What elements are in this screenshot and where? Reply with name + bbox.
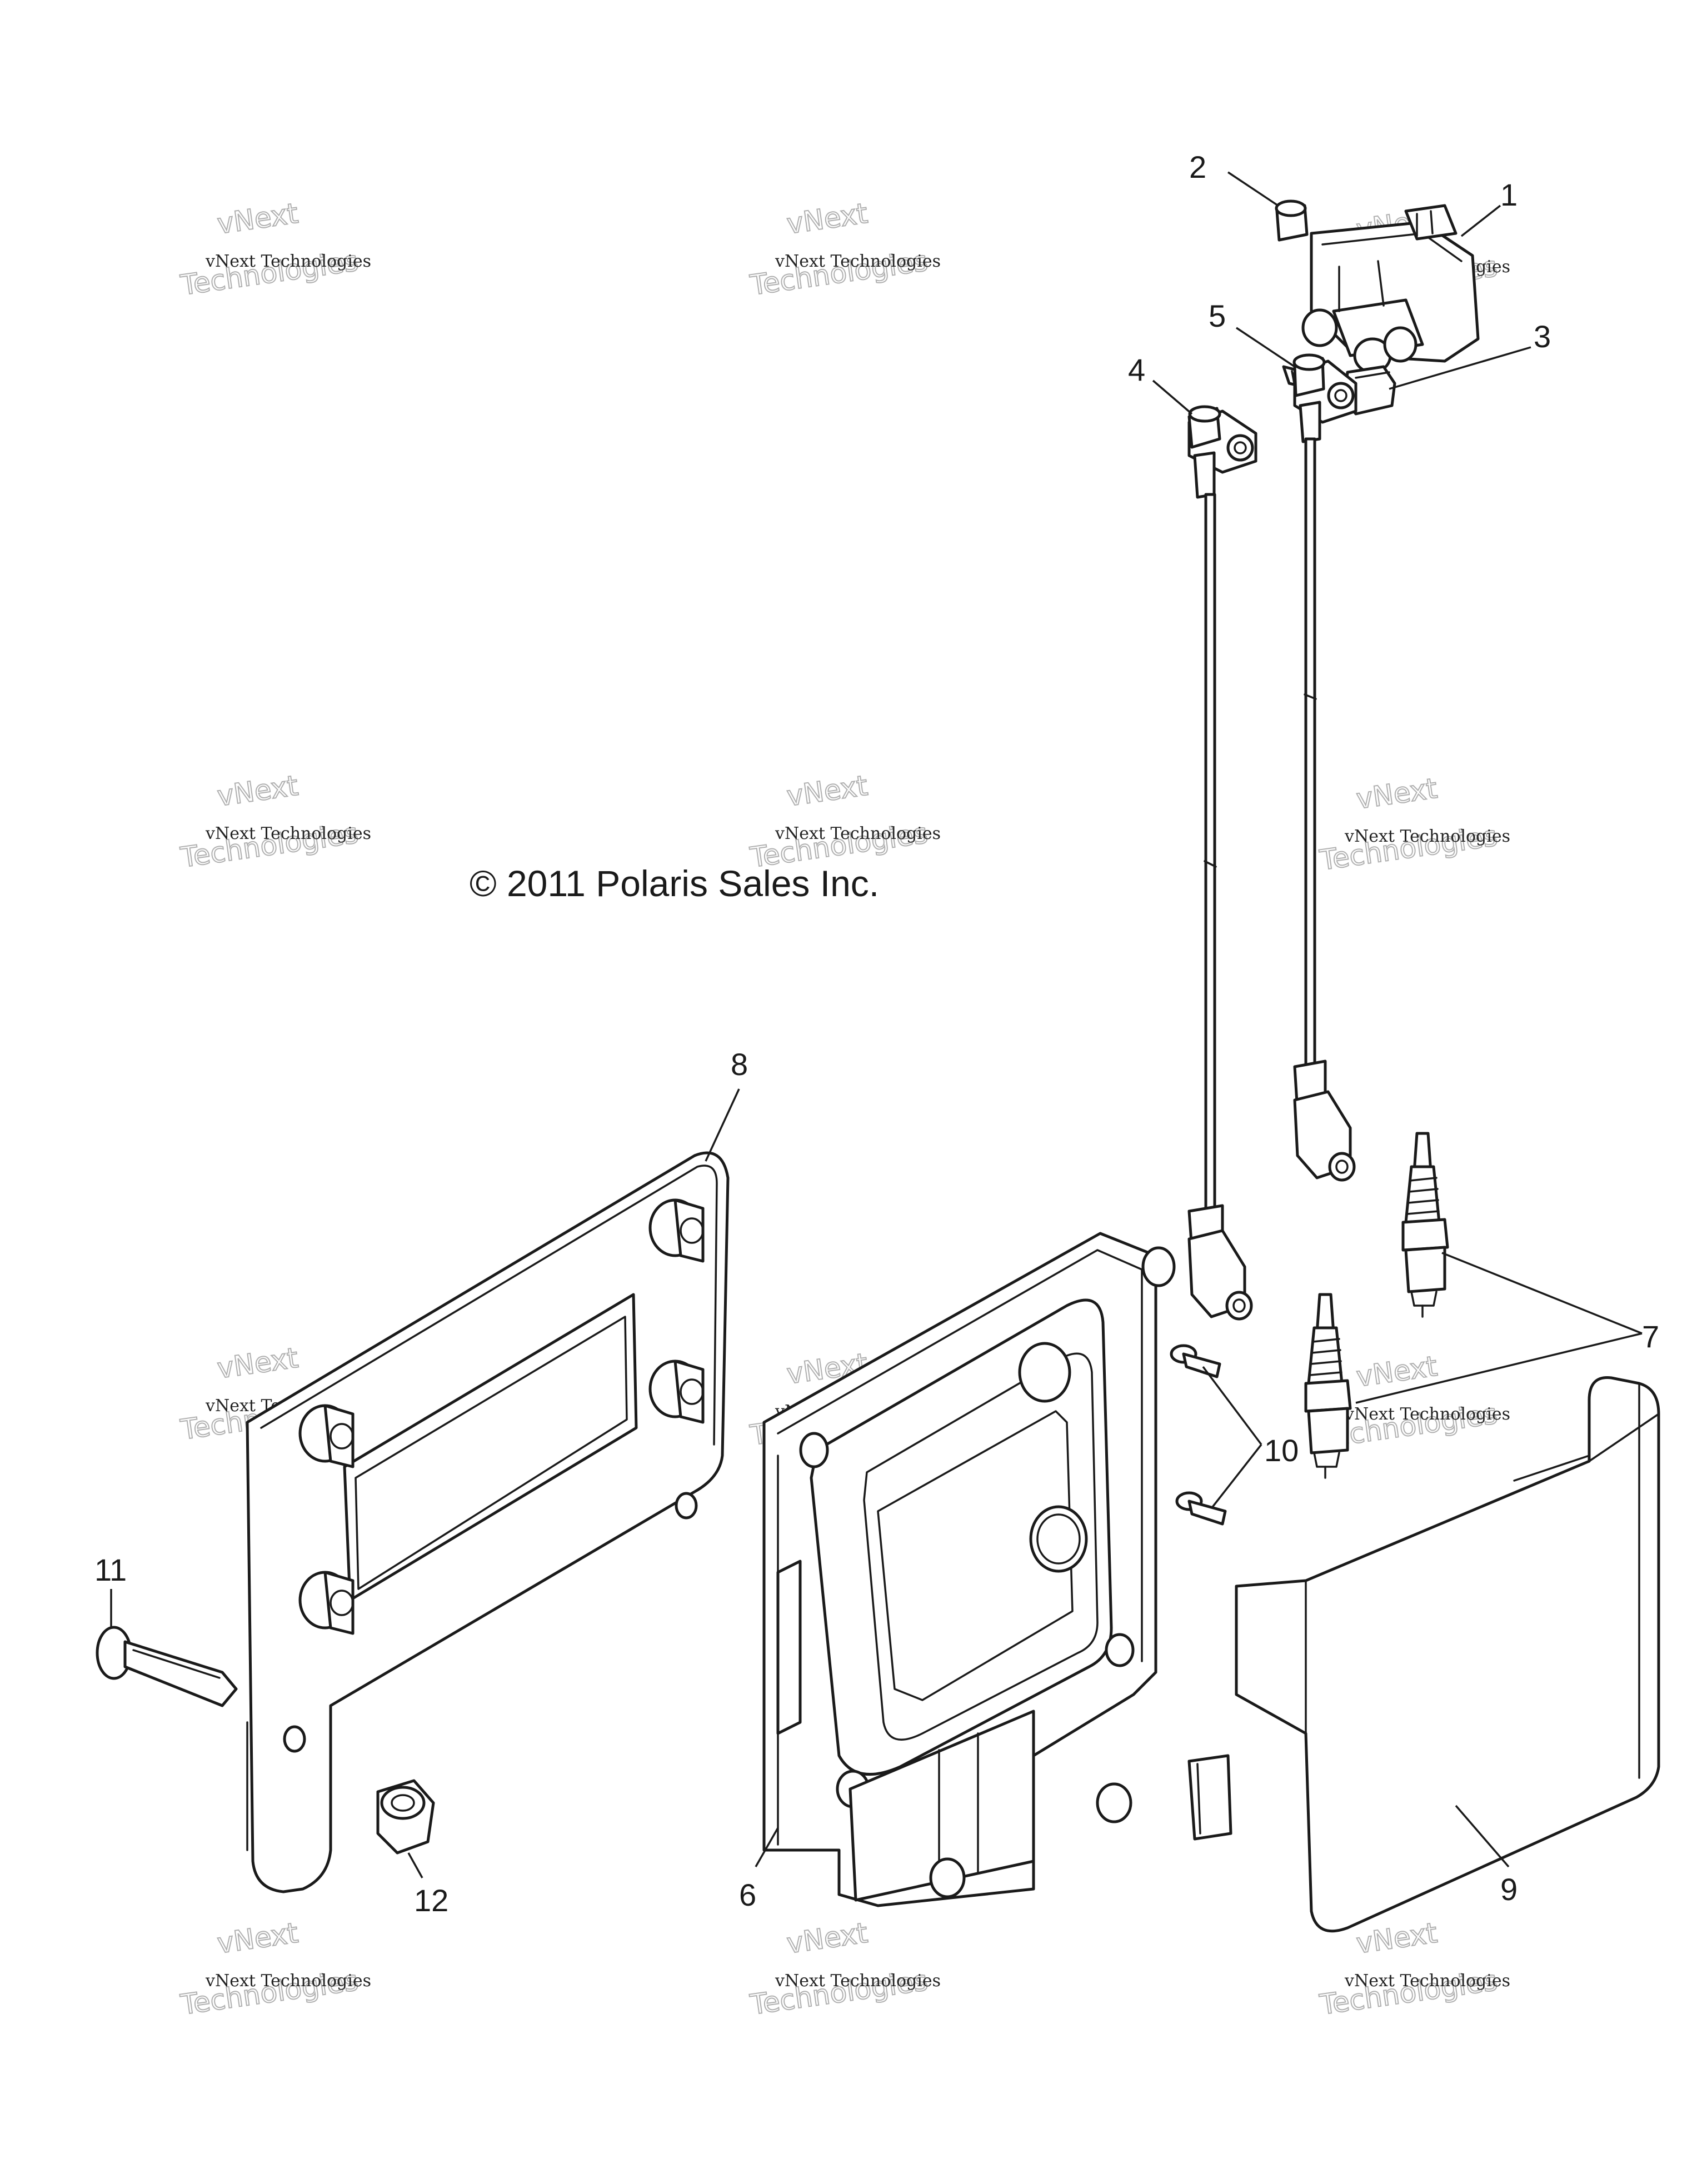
ecu-module bbox=[762, 1232, 1176, 1907]
copyright-text: © 2011 Polaris Sales Inc. bbox=[470, 863, 879, 904]
watermark: vNext Technologies vNext Technologies bbox=[178, 197, 371, 302]
svg-text:vNext: vNext bbox=[1354, 1917, 1439, 1960]
spark-plug-wire-right bbox=[1292, 353, 1357, 1182]
callout-3: 3 bbox=[1534, 319, 1551, 354]
svg-text:vNext: vNext bbox=[1354, 772, 1439, 816]
leader-6 bbox=[755, 1827, 779, 1867]
leader-2 bbox=[1227, 171, 1279, 207]
watermark: vNext Technologies vNext Technologies bbox=[747, 769, 941, 874]
svg-text:vNext Technologies: vNext Technologies bbox=[775, 1971, 941, 1991]
mounting-bracket bbox=[246, 1151, 730, 1893]
svg-text:vNext Technologies: vNext Technologies bbox=[1344, 827, 1510, 846]
leader-lines bbox=[110, 171, 1643, 1878]
callout-9: 9 bbox=[1500, 1872, 1518, 1907]
leader-10 bbox=[1202, 1366, 1262, 1510]
leader-3 bbox=[1389, 346, 1531, 390]
leader-5 bbox=[1236, 327, 1295, 368]
spark-plug-upper bbox=[1401, 1132, 1449, 1318]
callout-12: 12 bbox=[414, 1883, 448, 1918]
svg-text:vNext: vNext bbox=[215, 1917, 300, 1960]
watermark: vNext Technologies vNext Technologies bbox=[178, 769, 371, 874]
svg-text:vNext Technologies: vNext Technologies bbox=[1344, 1405, 1510, 1424]
leader-7 bbox=[1355, 1252, 1643, 1404]
bracket-bolt bbox=[96, 1626, 238, 1707]
bracket-boss bbox=[648, 1198, 705, 1263]
svg-text:vNext: vNext bbox=[215, 197, 300, 241]
svg-text:vNext: vNext bbox=[785, 769, 870, 813]
leader-9 bbox=[1455, 1805, 1510, 1868]
svg-text:vNext Technologies: vNext Technologies bbox=[1344, 1971, 1510, 1991]
bracket-boss bbox=[648, 1360, 705, 1424]
ecu-screw-lower bbox=[1175, 1491, 1227, 1526]
svg-text:vNext Technologies: vNext Technologies bbox=[205, 824, 371, 843]
bracket-boss bbox=[298, 1571, 355, 1635]
spark-plug-lower bbox=[1304, 1293, 1352, 1479]
svg-text:vNext: vNext bbox=[215, 769, 300, 813]
watermark: vNext Technologies vNext Technologies bbox=[1317, 1916, 1510, 2022]
leader-12 bbox=[407, 1852, 423, 1878]
watermark: vNext Technologies vNext Technologies bbox=[1317, 772, 1510, 877]
watermark: vNext Technologies vNext Technologies bbox=[747, 197, 941, 302]
svg-text:vNext Technologies: vNext Technologies bbox=[775, 824, 941, 843]
svg-text:vNext: vNext bbox=[785, 197, 870, 241]
ecu-screw-upper bbox=[1170, 1344, 1221, 1378]
leader-8 bbox=[705, 1088, 740, 1162]
svg-text:vNext: vNext bbox=[215, 1342, 300, 1385]
flange-nut bbox=[376, 1779, 435, 1855]
watermark: vNext Technologies vNext Technologies bbox=[747, 1916, 941, 2022]
svg-text:vNext: vNext bbox=[785, 1917, 870, 1960]
callout-6: 6 bbox=[739, 1877, 756, 1912]
leader-1 bbox=[1460, 204, 1501, 237]
spark-plug-wire-left bbox=[1187, 405, 1257, 1321]
bushing bbox=[1275, 199, 1309, 242]
callout-5: 5 bbox=[1209, 298, 1226, 333]
leader-4 bbox=[1152, 379, 1193, 415]
callout-4: 4 bbox=[1128, 352, 1145, 387]
ignition-coil bbox=[1301, 204, 1480, 374]
watermark: vNext Technologies vNext Technologies bbox=[178, 1916, 371, 2022]
callout-8: 8 bbox=[731, 1047, 748, 1082]
svg-text:vNext Technologies: vNext Technologies bbox=[205, 252, 371, 271]
callout-1: 1 bbox=[1500, 177, 1518, 212]
callout-11: 11 bbox=[94, 1552, 127, 1587]
callout-labels: 1 2 3 4 5 6 7 8 9 10 11 12 bbox=[94, 149, 1659, 1918]
ecu-cover bbox=[1187, 1376, 1660, 1933]
svg-text:vNext Technologies: vNext Technologies bbox=[205, 1971, 371, 1991]
callout-10: 10 bbox=[1264, 1433, 1299, 1468]
callout-2: 2 bbox=[1189, 149, 1206, 184]
callout-7: 7 bbox=[1642, 1319, 1659, 1354]
svg-text:vNext Technologies: vNext Technologies bbox=[775, 252, 941, 271]
bracket-boss bbox=[298, 1404, 355, 1468]
